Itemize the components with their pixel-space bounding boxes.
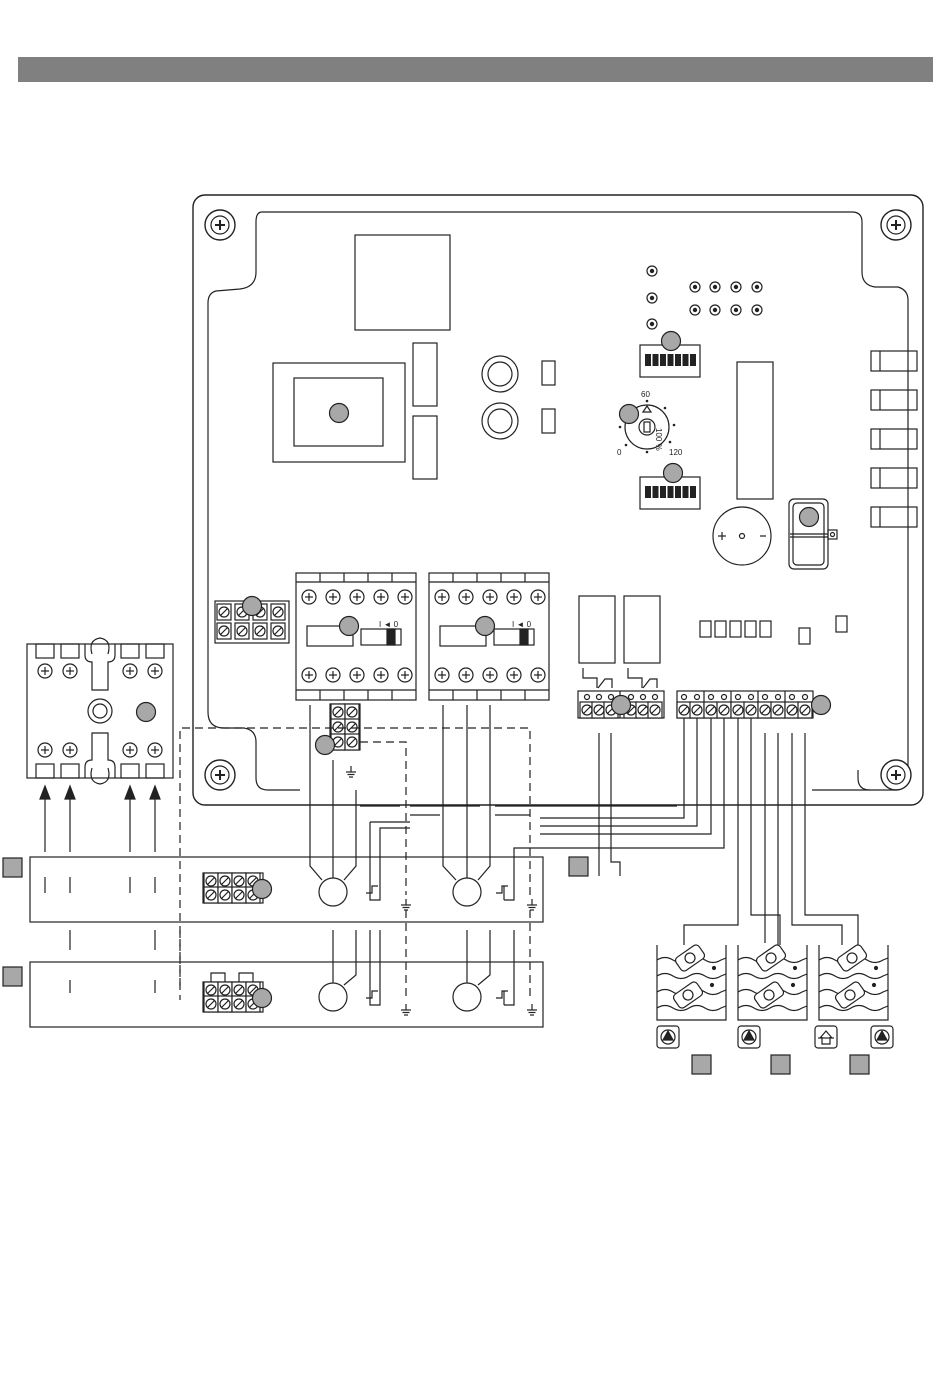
ground-icon (527, 899, 537, 910)
wires-motor-2 (443, 705, 540, 900)
tank-wires (684, 718, 858, 945)
contactor-1 (296, 573, 416, 700)
panel-2-wires (333, 930, 514, 1005)
thermal-contact-2 (496, 886, 508, 893)
tank-2 (738, 943, 807, 1020)
tank-2-marker (771, 1055, 790, 1074)
ground-icon (401, 899, 411, 910)
pump-icon (871, 1026, 893, 1048)
relay-output-marker (569, 857, 588, 876)
led-grid (690, 282, 762, 315)
relay-2-contact (628, 668, 642, 688)
dial-label-top: 60 (641, 390, 650, 399)
pump-icon (657, 1026, 679, 1048)
capacitor-2 (482, 403, 518, 439)
buzzer (713, 507, 771, 565)
motor-2 (453, 878, 481, 906)
capacitor-1 (482, 356, 518, 392)
callout-main-switch (137, 703, 156, 722)
small-component-2 (542, 409, 555, 433)
callout-panel-2 (253, 989, 272, 1008)
dial-label-right: 120 (669, 448, 683, 457)
house-icon (815, 1026, 837, 1048)
motor-1 (319, 878, 347, 906)
ground-icon (346, 766, 356, 777)
dial-label-scale: 100 % (654, 428, 663, 451)
pump-icon (738, 1026, 760, 1048)
thermal-contact-4 (496, 991, 508, 998)
transformer-block (355, 235, 450, 330)
callout-terminal-small (243, 597, 262, 616)
callout-dial (620, 405, 639, 424)
terminal-strip-sensors (677, 691, 813, 718)
thermal-contact-1 (366, 886, 378, 893)
callout-sensor-terminal (812, 696, 831, 715)
panel-2-marker (3, 967, 22, 986)
relay-1-contact (583, 668, 597, 688)
contactor-1-toggle-label: I ◄ 0 (379, 620, 399, 629)
ground-icon (527, 1004, 537, 1015)
callout-contactor-2 (476, 617, 495, 636)
tank-3 (819, 943, 888, 1020)
wiring-panel-1 (30, 857, 543, 922)
screw-bottom-left (205, 760, 235, 790)
screw-bottom-right (881, 760, 911, 790)
led-column (647, 266, 657, 329)
callout-panel-1 (253, 880, 272, 899)
callout-dip-2 (664, 464, 683, 483)
wiring-panel-2 (30, 962, 543, 1027)
relay-2 (624, 596, 660, 663)
panel-1-marker (3, 858, 22, 877)
contactor-2 (429, 573, 549, 700)
relay-1 (579, 596, 615, 663)
ic-strip (737, 362, 773, 499)
callout-dip-1 (662, 332, 681, 351)
motor-3 (319, 983, 347, 1011)
motor-4 (453, 983, 481, 1011)
callout-battery (800, 508, 819, 527)
right-side-connectors (871, 351, 917, 527)
panel-1-stubs (45, 877, 155, 993)
dial-label-left: 0 (617, 448, 622, 457)
callout-relay (330, 404, 349, 423)
tank-3-marker (850, 1055, 869, 1074)
ground-icon (401, 1004, 411, 1015)
fuse-2 (413, 416, 437, 479)
callout-terminal-center (316, 736, 335, 755)
sensor-bus-wires (300, 718, 724, 848)
screw-top-left (205, 210, 235, 240)
tank-1 (657, 943, 726, 1020)
main-switch-arrows (40, 786, 160, 852)
small-components-row (700, 616, 847, 644)
contactor-2-toggle-label: I ◄ 0 (512, 620, 532, 629)
callout-relay-terminal (612, 696, 631, 715)
callout-markers (137, 332, 831, 1008)
screw-top-right (881, 210, 911, 240)
fuse-1 (413, 343, 437, 406)
small-component-1 (542, 361, 555, 385)
tank-1-marker (692, 1055, 711, 1074)
callout-contactor-1 (340, 617, 359, 636)
thermal-contact-3 (366, 991, 378, 998)
